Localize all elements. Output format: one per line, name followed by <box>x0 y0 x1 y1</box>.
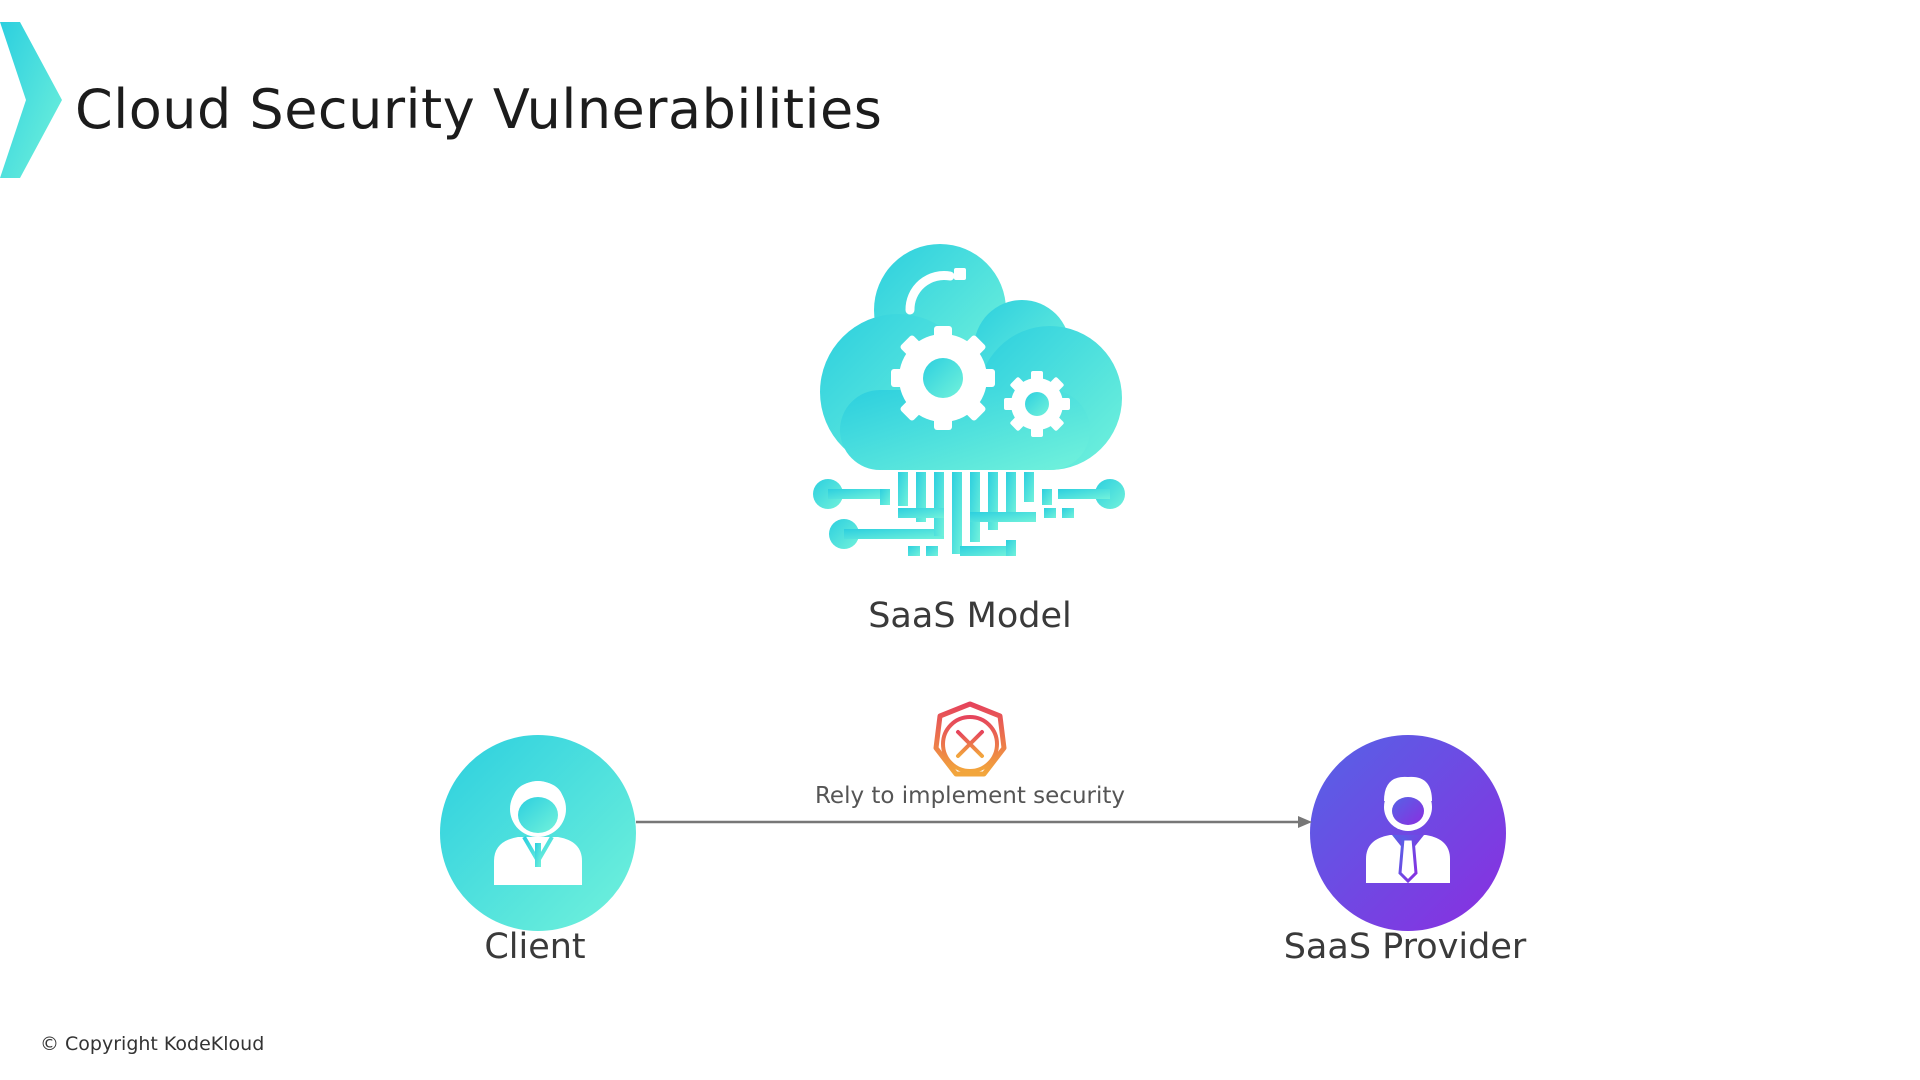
slide-title: Cloud Security Vulnerabilities <box>75 78 883 141</box>
copyright-footer: © Copyright KodeKloud <box>40 1033 265 1055</box>
client-person-icon <box>440 735 636 931</box>
saas-provider-businessman-icon <box>1310 735 1506 931</box>
edge-label: Rely to implement security <box>814 783 1126 809</box>
x-shield-icon <box>933 701 1007 777</box>
cloud-gears-circuit-icon <box>813 244 1125 556</box>
saas-provider-label: SaaS Provider <box>1283 927 1527 967</box>
connector-arrow <box>636 816 1312 828</box>
saas-model-label: SaaS Model <box>868 596 1072 636</box>
client-label: Client <box>484 927 586 967</box>
corner-chevron-accent <box>0 22 62 178</box>
